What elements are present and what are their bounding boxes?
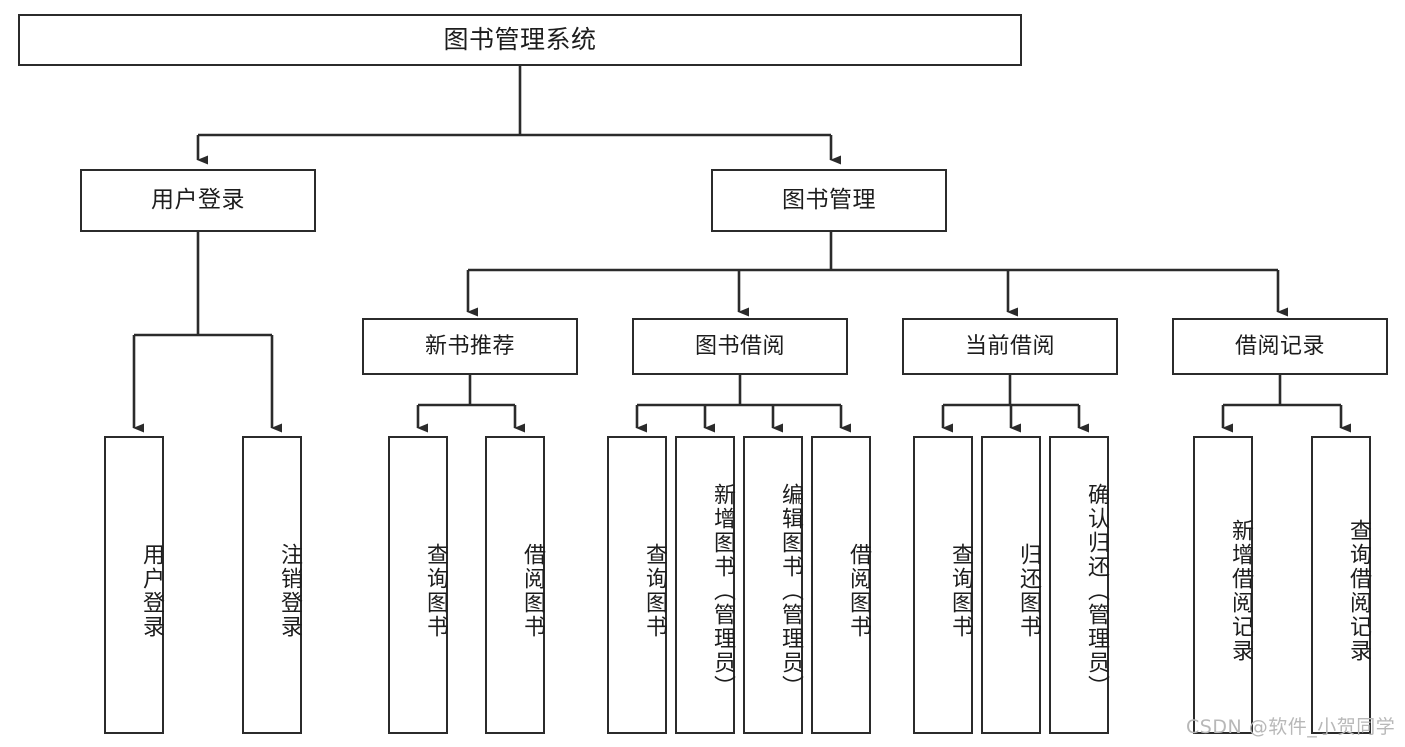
leaf-recommend-borrow-book[interactable]: 借阅图书 [485, 436, 545, 734]
node-label: 确认归还（管理员） [1084, 483, 1109, 699]
node-new-book-recommend[interactable]: 新书推荐 [362, 318, 578, 375]
node-label: 查询借阅记录 [1346, 519, 1371, 663]
node-label: 借阅图书 [846, 543, 871, 639]
leaf-borrow-add-book-admin[interactable]: 新增图书（管理员） [675, 436, 735, 734]
node-borrow-record[interactable]: 借阅记录 [1172, 318, 1388, 375]
node-label: 新增借阅记录 [1228, 519, 1253, 663]
leaf-current-confirm-return-admin[interactable]: 确认归还（管理员） [1049, 436, 1109, 734]
node-current-borrow[interactable]: 当前借阅 [902, 318, 1118, 375]
node-book-borrow[interactable]: 图书借阅 [632, 318, 848, 375]
leaf-borrow-query-book[interactable]: 查询图书 [607, 436, 667, 734]
csdn-watermark: CSDN @软件_小贺同学 [1186, 716, 1396, 738]
node-label: 编辑图书（管理员） [778, 483, 803, 699]
leaf-current-query-book[interactable]: 查询图书 [913, 436, 973, 734]
node-label: 查询图书 [642, 543, 667, 639]
node-label: 图书管理 [782, 186, 876, 213]
node-user-login[interactable]: 用户登录 [80, 169, 316, 232]
node-label: 查询图书 [948, 543, 973, 639]
node-label: 新书推荐 [424, 333, 515, 359]
node-label: 图书借阅 [694, 333, 785, 359]
node-label: 查询图书 [423, 543, 448, 639]
node-label: 新增图书（管理员） [710, 483, 735, 699]
node-label: 注销登录 [277, 543, 302, 639]
node-root-book-management-system[interactable]: 图书管理系统 [18, 14, 1022, 66]
leaf-user-login-signout[interactable]: 注销登录 [242, 436, 302, 734]
leaf-current-return-book[interactable]: 归还图书 [981, 436, 1041, 734]
leaf-record-query-borrow-record[interactable]: 查询借阅记录 [1311, 436, 1371, 734]
node-label: 归还图书 [1016, 543, 1041, 639]
node-label: 当前借阅 [964, 333, 1055, 359]
leaf-record-add-borrow-record[interactable]: 新增借阅记录 [1193, 436, 1253, 734]
leaf-user-login-signin[interactable]: 用户登录 [104, 436, 164, 734]
node-label: 借阅记录 [1234, 333, 1325, 359]
leaf-recommend-query-book[interactable]: 查询图书 [388, 436, 448, 734]
leaf-borrow-edit-book-admin[interactable]: 编辑图书（管理员） [743, 436, 803, 734]
node-label: 用户登录 [151, 186, 245, 213]
node-label: 用户登录 [139, 543, 164, 639]
node-label: 图书管理系统 [443, 25, 597, 55]
node-label: 借阅图书 [520, 543, 545, 639]
leaf-borrow-borrow-book[interactable]: 借阅图书 [811, 436, 871, 734]
node-book-management[interactable]: 图书管理 [711, 169, 947, 232]
